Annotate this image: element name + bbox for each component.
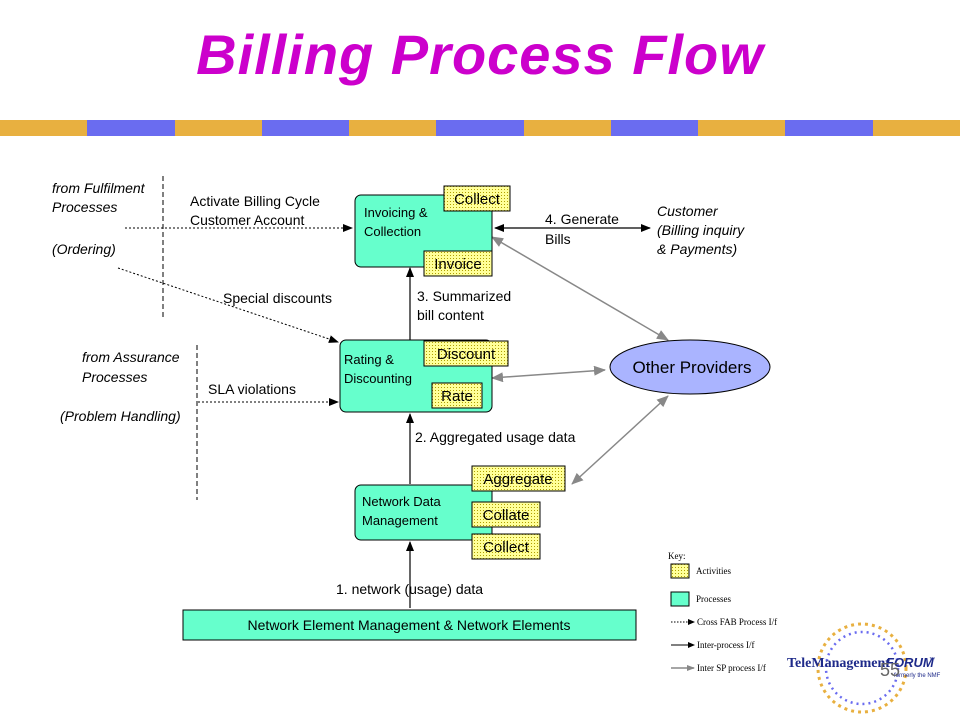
page-number: 55 (880, 660, 901, 680)
process-ndm-label-1: Network Data (362, 494, 442, 509)
activity-aggregate-label: Aggregate (483, 471, 552, 488)
key-processes-swatch (670, 591, 690, 607)
logo-ring-inner (824, 630, 900, 706)
logo-text-b: FORUM (886, 655, 935, 670)
key-activities-swatch (670, 563, 690, 579)
key-processes-label: Processes (696, 594, 731, 604)
flow-summarized-label-1: 3. Summarized (417, 288, 511, 304)
other-providers-label: Other Providers (632, 358, 751, 377)
key-intersp-label: Inter SP process I/f (697, 663, 766, 673)
process-rating-label-1: Rating & (344, 352, 394, 367)
logo-text-a: TeleManagement (787, 656, 890, 671)
process-rating-label-2: Discounting (344, 371, 412, 386)
source-assurance-2: Processes (82, 369, 147, 385)
activity-collect-bottom-label: Collect (483, 539, 530, 556)
title-stripe (0, 120, 960, 136)
flow-network-label: 1. network (usage) data (336, 581, 483, 597)
logo-tagline: formerly the NMF (894, 673, 941, 679)
activity-collate (471, 501, 541, 528)
flow-sla-label: SLA violations (208, 381, 296, 397)
flow-generate-label-1: 4. Generate (545, 211, 619, 227)
other-providers-ellipse (609, 339, 771, 395)
key-inter-label: Inter-process I/f (697, 640, 755, 650)
logo-ring-outer (816, 622, 908, 714)
activity-collect-bottom (471, 533, 541, 560)
customer-label-1: Customer (657, 203, 719, 219)
source-fulfilment-2: Processes (52, 199, 117, 215)
process-nem (182, 609, 637, 641)
process-invoicing-label-2: Collection (364, 224, 421, 239)
activity-invoice-label: Invoice (434, 256, 482, 273)
page-title: Billing Process Flow (196, 23, 764, 86)
activity-discount (423, 340, 509, 367)
flow-summarized-label-2: bill content (417, 307, 484, 323)
key-title: Key: (668, 551, 686, 561)
flow-provider-invoicing-arrow (491, 236, 669, 341)
process-ndm-label-2: Management (362, 513, 438, 528)
activity-collect-top (443, 185, 511, 212)
telemanagement-forum-logo: TeleManagement FORUM ™ formerly the NMF (787, 622, 941, 714)
process-nem-label: Network Element Management & Network Ele… (248, 617, 571, 633)
source-fulfilment-1: from Fulfilment (52, 180, 146, 196)
activity-aggregate (471, 465, 566, 492)
logo-tm: ™ (929, 656, 935, 663)
key-cross-label: Cross FAB Process I/f (697, 617, 777, 627)
activity-invoice (423, 250, 493, 277)
flow-special-arrow (117, 267, 339, 343)
activity-discount-label: Discount (437, 346, 496, 363)
key-legend: Key: Activities Processes Cross FAB Proc… (668, 551, 777, 673)
customer-label-2: (Billing inquiry (657, 222, 745, 238)
source-ordering: (Ordering) (52, 241, 116, 257)
key-activities-label: Activities (696, 566, 731, 576)
activity-rate-label: Rate (441, 388, 473, 405)
flow-aggregated-label: 2. Aggregated usage data (415, 429, 576, 445)
activity-collect-top-label: Collect (454, 191, 501, 208)
flow-activate-label-2: Customer Account (190, 212, 304, 228)
activity-rate (431, 382, 483, 409)
process-invoicing-label-1: Invoicing & (364, 205, 428, 220)
flow-provider-ndm-arrow (571, 395, 669, 485)
flow-generate-label-2: Bills (545, 231, 571, 247)
flow-special-label: Special discounts (223, 290, 332, 306)
source-assurance-1: from Assurance (82, 349, 180, 365)
activity-collate-label: Collate (483, 507, 530, 524)
customer-label-3: & Payments) (657, 241, 737, 257)
source-problem: (Problem Handling) (60, 408, 181, 424)
flow-provider-rating-arrow (491, 365, 606, 383)
flow-activate-label-1: Activate Billing Cycle (190, 193, 320, 209)
